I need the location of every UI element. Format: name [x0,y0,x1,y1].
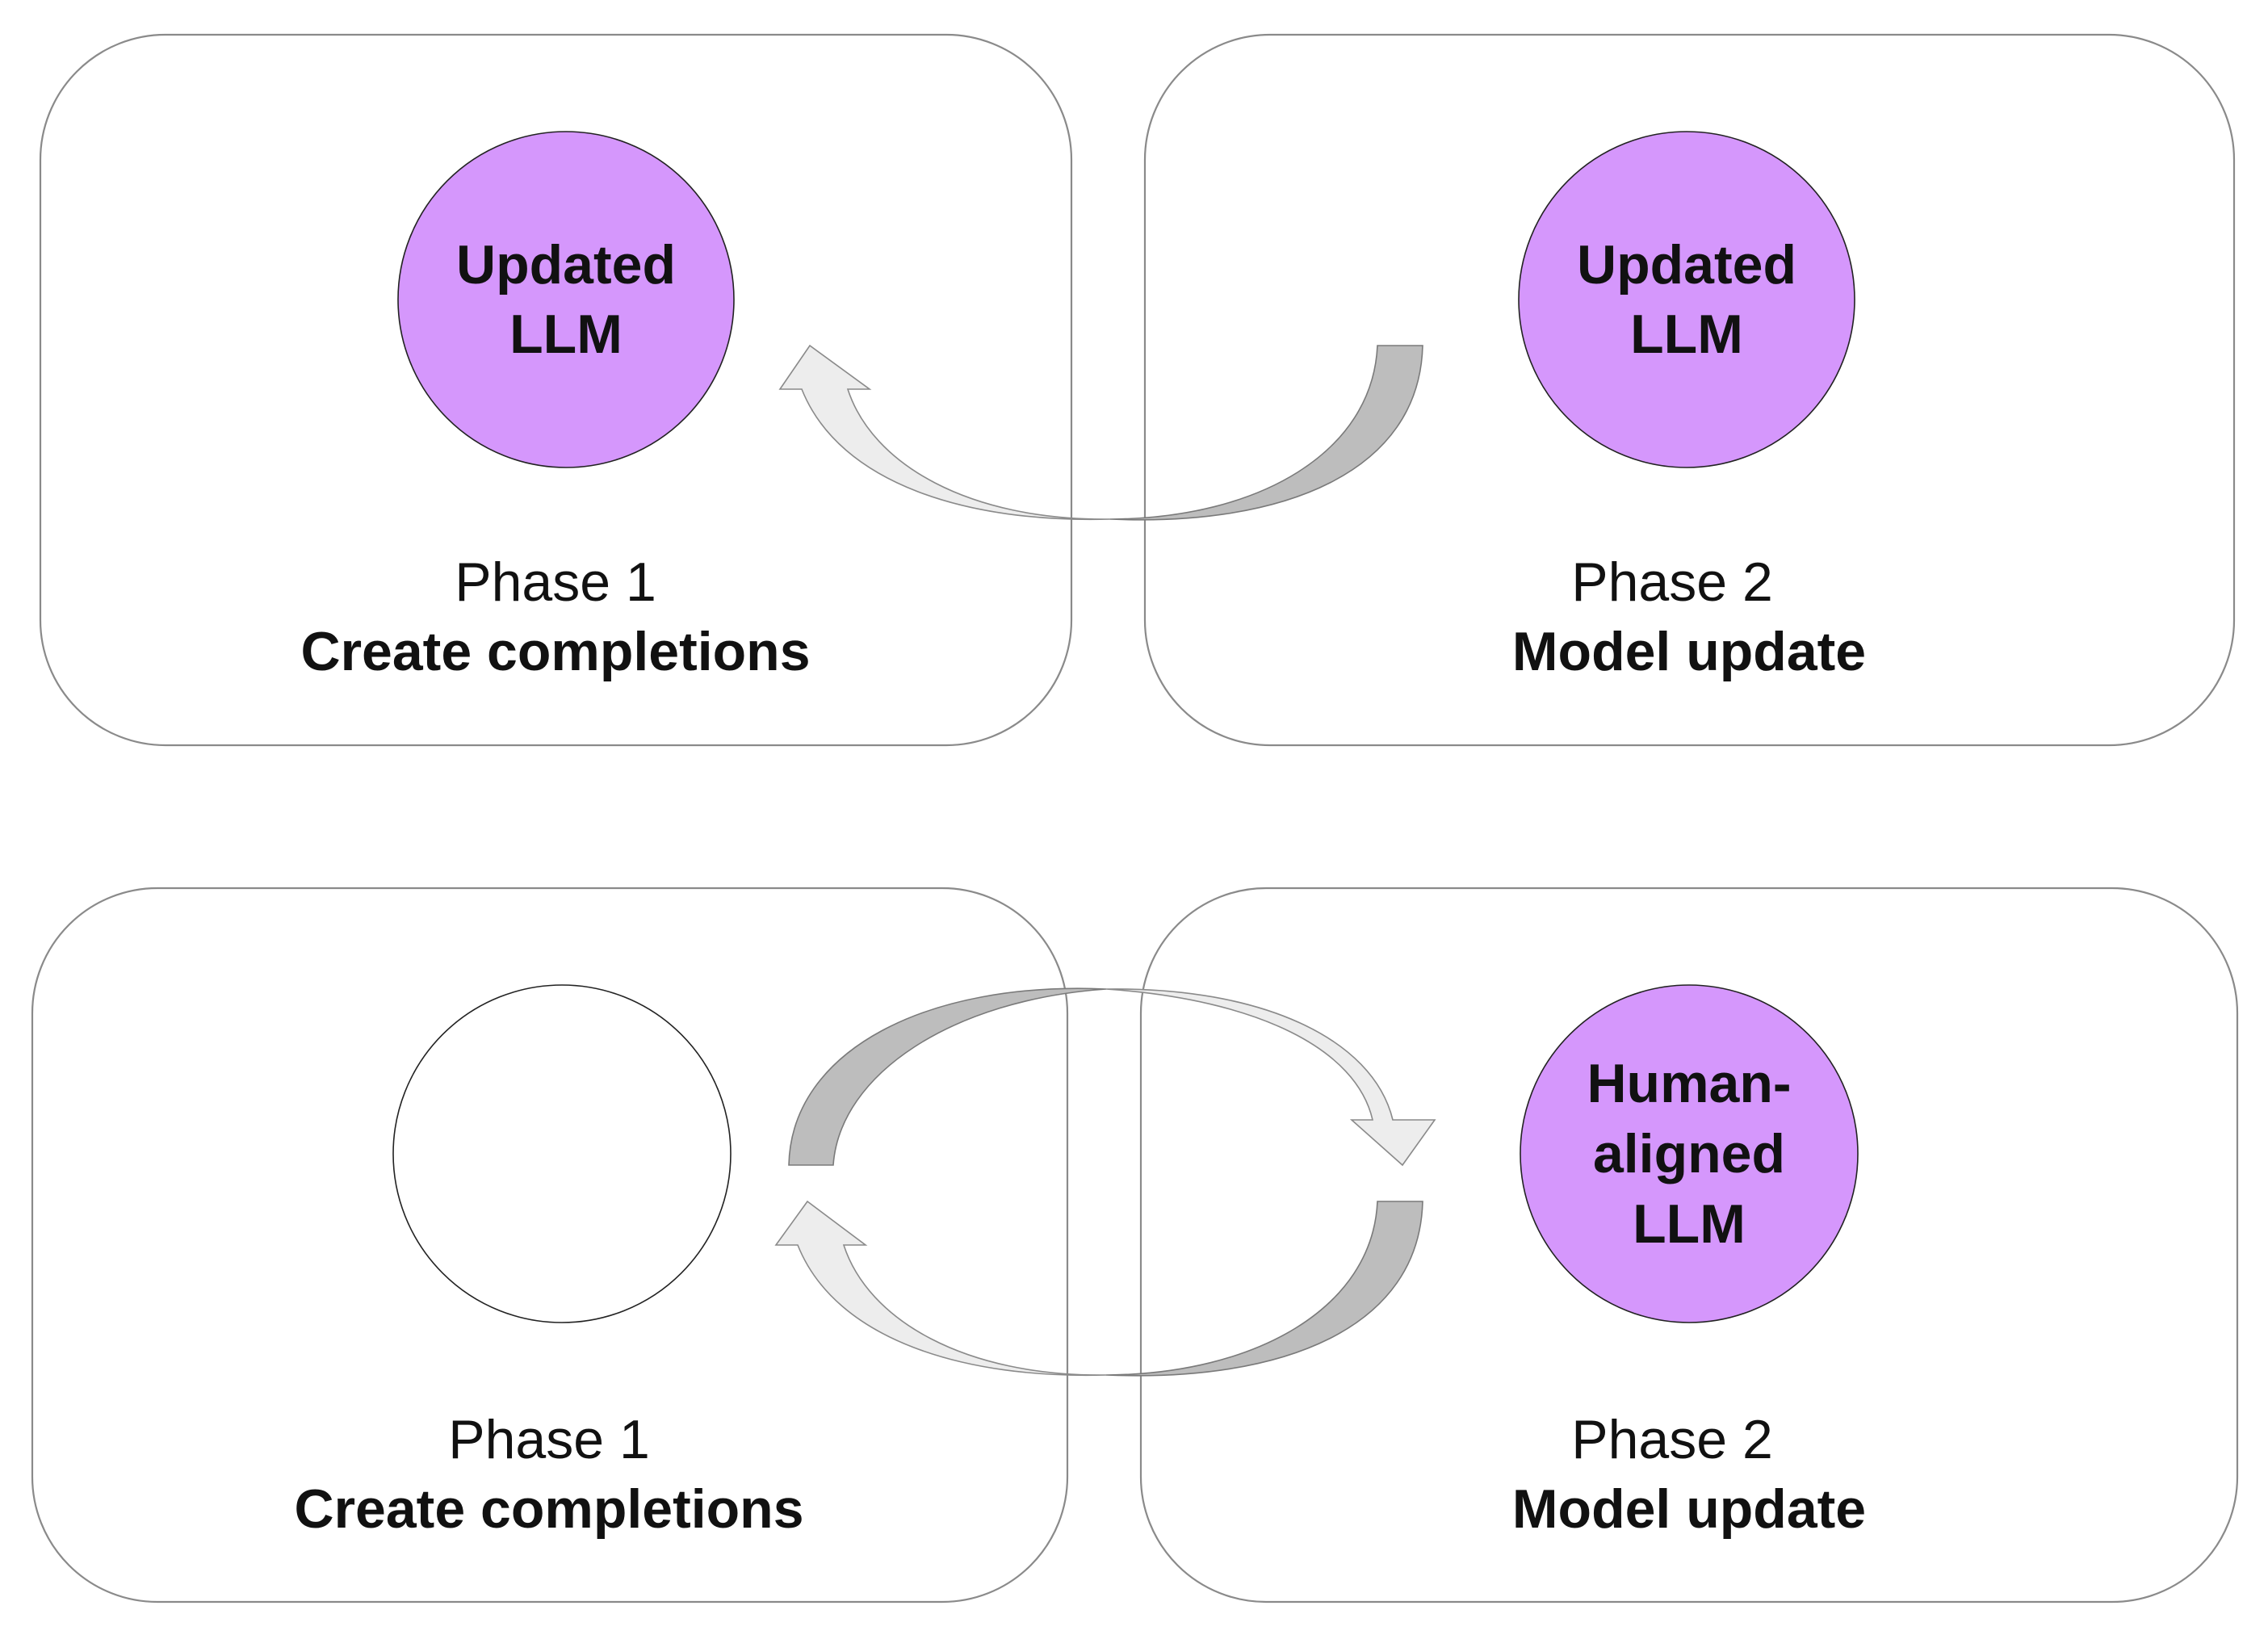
bottom-human-aligned-llm-circle [1520,984,1859,1323]
bottom-right-circle-line-3: LLM [1633,1193,1746,1255]
bottom-phase1-label: Phase 1 [448,1409,650,1470]
top-phase2-label: Phase 2 [1571,551,1773,613]
top-left-circle-line-1: Updated [456,234,676,296]
bottom-forward-arrow-head [1105,988,1436,1167]
bottom-empty-circle [392,984,732,1323]
top-phase1-panel [39,33,1073,747]
bottom-phase1-panel [31,887,1069,1604]
top-phase2-panel [1143,33,2236,747]
bottom-row: Human- aligned LLM Phase 1 Create comple… [31,887,2239,1604]
top-updated-llm-circle-right [1518,131,1855,468]
top-right-circle-line-2: LLM [1630,304,1743,365]
top-phase2-step: Model update [1512,621,1866,682]
bottom-phase1-step: Create completions [294,1478,803,1540]
bottom-phase2-panel [1139,887,2239,1604]
bottom-forward-arrow-tail [788,987,1107,1166]
top-row: Updated LLM Updated LLM Phase 1 Create c… [39,33,2236,747]
top-return-arrow-head [778,344,1111,521]
top-phase1-label: Phase 1 [455,551,656,613]
bottom-right-circle-line-1: Human- [1587,1053,1791,1114]
bottom-return-arrow-head [774,1200,1107,1377]
bottom-phase2-step: Model update [1512,1478,1866,1540]
top-phase1-step: Create completions [300,621,810,682]
top-right-circle-line-1: Updated [1577,234,1796,296]
bottom-return-arrow-tail [1105,1201,1423,1377]
top-updated-llm-circle-left [397,131,735,468]
top-left-circle-line-2: LLM [509,304,623,365]
top-return-arrow-tail [1109,345,1423,521]
bottom-right-circle-line-2: aligned [1593,1123,1785,1184]
bottom-phase2-label: Phase 2 [1571,1409,1773,1470]
